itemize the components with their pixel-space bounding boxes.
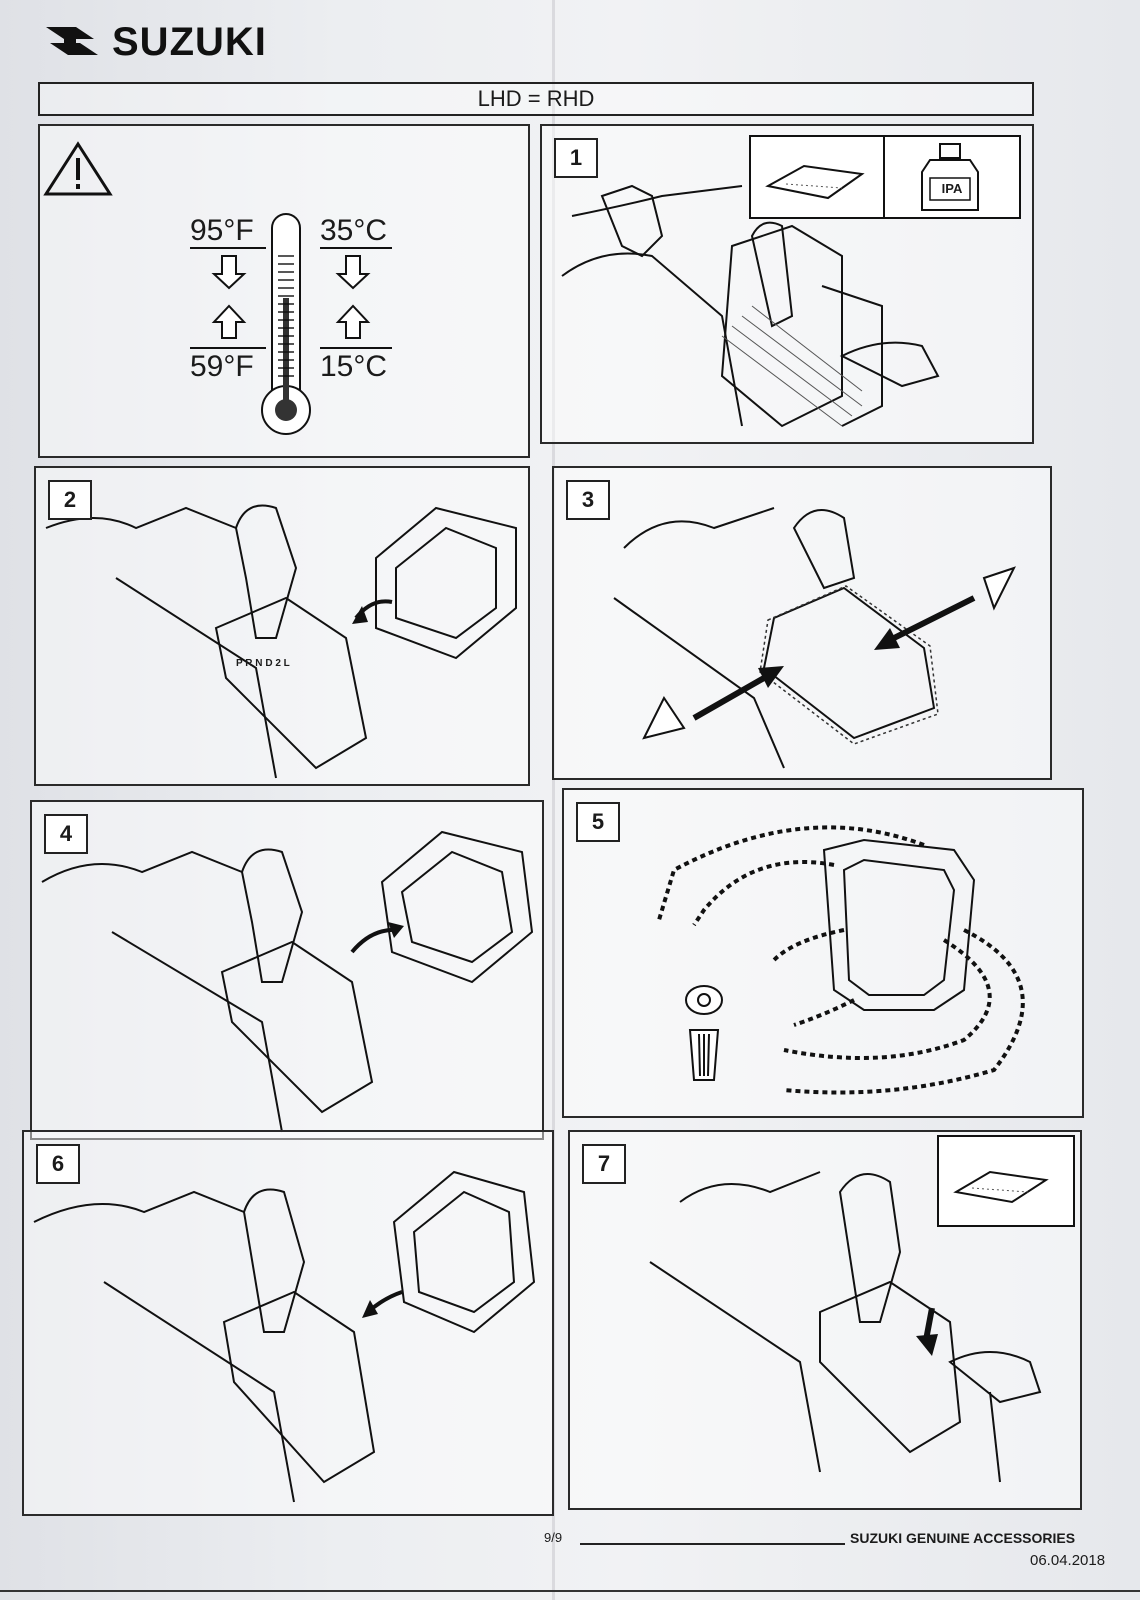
step-5-panel: 5 [562,788,1084,1118]
down-arrows-icon [211,255,371,290]
step-5-drawing [657,825,1025,1095]
gear-indicator: P R N D 2 L [236,658,290,669]
temp-bottom-celsius: 15°C [320,350,388,383]
console-drawing [561,184,940,428]
step-number: 1 [554,138,598,178]
gear-r: R [245,658,253,669]
temp-top-fahrenheit: 95°F [190,214,254,247]
temp-bottom-fahrenheit: 59°F [190,350,254,383]
footer-date: 06.04.2018 [1030,1552,1106,1569]
eye-left-icon [642,666,784,740]
step-number: 6 [36,1144,80,1184]
paper-fold [552,0,555,1600]
step-4-drawing [41,830,534,1133]
ipa-bottle-icon [921,143,979,211]
step-number: 2 [48,480,92,520]
gear-d: D [265,658,273,669]
gear-2: 2 [275,658,281,669]
dotted-path-icon [657,825,1025,1095]
step-number: 7 [582,1144,626,1184]
step-number: 5 [576,802,620,842]
step-number: 4 [44,814,88,854]
eye-right-icon [874,566,1016,650]
temperature-drawing [43,141,392,435]
step-number: 3 [566,480,610,520]
brand-name: SUZUKI [112,20,267,64]
step-6-drawing [33,1170,536,1503]
suzuki-s-logo-icon [46,26,98,55]
page-number: 9/9 [544,1530,563,1545]
gear-l: L [283,658,290,669]
warning-triangle-icon [43,141,113,196]
gear-n: N [255,658,263,669]
cleaning-cloth-icon [953,1170,1049,1204]
temp-top-celsius: 35°C [320,214,388,247]
film-liner-icon [822,838,976,1011]
trash-bin-icon [685,985,723,1081]
banner-text: LHD = RHD [477,86,595,111]
step-1-panel: 1 [540,124,1034,444]
up-arrows-icon [211,304,371,339]
step-2-panel: 2 P R N D 2 L [34,466,530,786]
press-arrow-icon [923,1307,935,1341]
thermometer-icon [261,213,311,435]
step-3-drawing [613,507,1016,769]
footer-rule [580,1543,845,1545]
step-7-panel: 7 [568,1130,1082,1510]
footer-brand: SUZUKI GENUINE ACCESSORIES [850,1530,1076,1546]
ipa-label: IPA [941,181,963,196]
brand-logo: SUZUKI [42,20,267,65]
step-1-drawing [561,135,1021,428]
step-2-drawing [45,504,517,779]
step-6-panel: 6 [22,1130,554,1516]
temperature-panel: 95°F 35°C 59°F 15°C [38,124,530,458]
gear-p: P [236,658,243,669]
cleaning-cloth-icon [765,164,865,200]
hand-drive-banner: LHD = RHD [38,82,1034,116]
hatched-area [721,305,863,427]
bottom-rule [0,1590,1140,1592]
step-4-panel: 4 [30,800,544,1140]
step-7-drawing [649,1135,1075,1483]
step-3-panel: 3 [552,466,1052,780]
